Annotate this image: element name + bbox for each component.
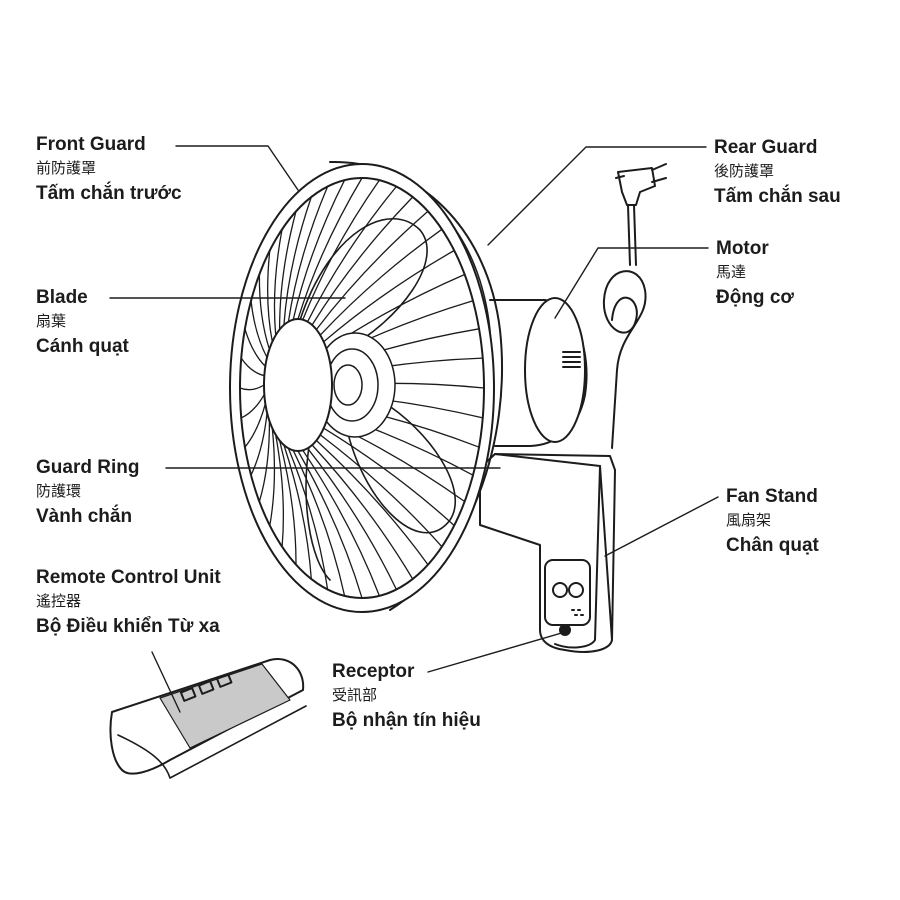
hub: [314, 332, 396, 438]
guard-wire: [244, 328, 267, 368]
guard-wire: [287, 185, 329, 323]
guard-wire: [275, 434, 285, 548]
label-guard-ring: Guard Ring 防護環 Vành chắn: [36, 457, 140, 527]
guard-wire: [283, 196, 312, 326]
guard-wire: [306, 447, 398, 591]
guard-wire: [297, 177, 363, 320]
guard-wire: [311, 196, 414, 326]
guard-wire: [315, 439, 429, 566]
guard-wire: [311, 444, 414, 580]
guard-wire: [292, 179, 346, 321]
label-front-guard: Front Guard 前防護罩 Tấm chắn trước: [36, 134, 182, 204]
guard-wire: [302, 179, 381, 321]
power-cord: [602, 204, 647, 449]
label-blade: Blade 扇葉 Cánh quạt: [36, 287, 129, 357]
leader-lines: [109, 145, 719, 713]
label-fan-stand: Fan Stand 風扇架 Chân quạt: [726, 486, 819, 556]
label-remote-control: Remote Control Unit 遙控器 Bộ Điều khiển Từ…: [36, 567, 221, 637]
guard-wire: [273, 228, 283, 336]
guard-wire: [306, 185, 398, 323]
guard-wires: [239, 177, 485, 599]
guard-wire: [302, 449, 381, 597]
guard-badge: [263, 318, 333, 452]
remote-control: [109, 658, 307, 779]
guard-wire: [244, 402, 267, 448]
guard-wire: [323, 427, 455, 527]
guard-wire: [278, 439, 297, 566]
guard-wire: [269, 427, 276, 527]
label-motor: Motor 馬達 Động cơ: [716, 238, 794, 308]
guard-wire: [258, 420, 271, 503]
guard-wire: [250, 411, 268, 476]
blade: [299, 218, 456, 581]
guard-wire: [323, 249, 455, 343]
guard-wire: [239, 384, 265, 391]
guard-wire: [283, 444, 312, 580]
guard-wire: [240, 393, 265, 419]
label-rear-guard: Rear Guard 後防護罩 Tấm chắn sau: [714, 137, 841, 207]
guard-wire: [258, 273, 271, 350]
guard-wire: [292, 449, 346, 597]
power-plug: [615, 163, 667, 206]
label-receptor: Receptor 受訊部 Bộ nhận tín hiệu: [332, 661, 481, 731]
guard-wire: [250, 300, 268, 359]
guard-wire: [278, 210, 297, 331]
guard-wire: [240, 357, 265, 377]
motor: [489, 297, 588, 447]
fan-stand: [479, 453, 616, 653]
